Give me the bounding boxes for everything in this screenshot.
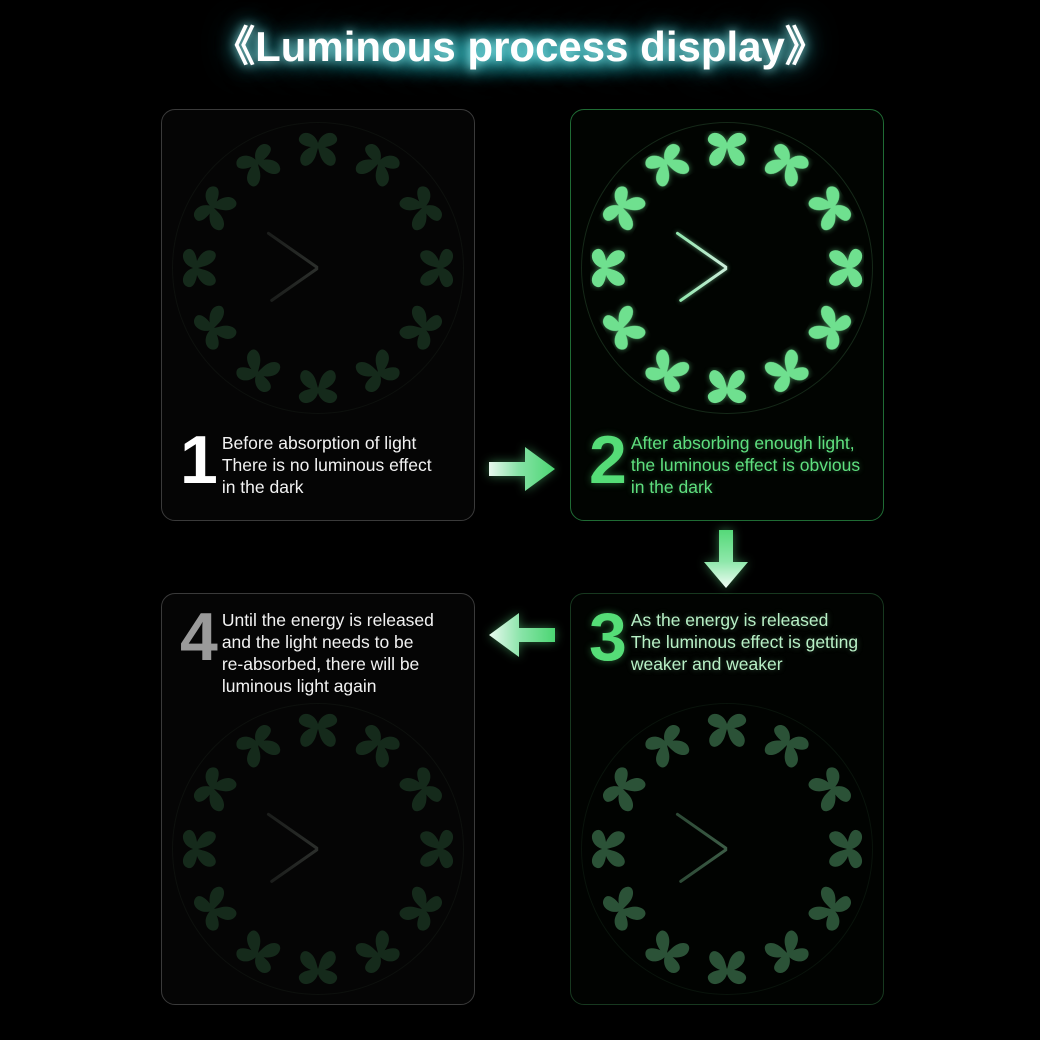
butterfly-icon	[295, 948, 341, 986]
butterfly-icon	[348, 138, 407, 194]
clock-face-3	[577, 699, 877, 999]
step-text-1: Before absorption of light There is no l…	[222, 429, 432, 498]
butterfly-icon	[417, 826, 455, 872]
step-number-1: 1	[180, 422, 218, 498]
step-text-4: Until the energy is released and the lig…	[222, 606, 434, 697]
step-line: Until the energy is released	[221, 610, 434, 630]
butterfly-icon	[417, 245, 455, 291]
butterfly-icon	[801, 298, 857, 357]
butterfly-icon	[295, 367, 341, 405]
step-panel-1: 1 Before absorption of light There is no…	[161, 109, 475, 521]
butterfly-icon	[230, 138, 289, 194]
butterfly-icon	[639, 138, 698, 194]
step-line: luminous light again	[221, 676, 377, 696]
butterfly-icon	[801, 879, 857, 938]
title-glow	[200, 22, 840, 84]
page-title: 《Luminous process display》	[0, 16, 1040, 88]
butterfly-icon	[757, 138, 816, 194]
butterfly-icon	[295, 131, 341, 169]
butterfly-icon	[757, 719, 816, 775]
butterfly-icon	[826, 826, 864, 872]
step-number-4: 4	[180, 599, 218, 675]
butterfly-icon	[188, 180, 244, 239]
butterfly-icon	[704, 367, 750, 405]
butterfly-icon	[348, 342, 407, 398]
step-panel-3: 3 As the energy is released The luminous…	[570, 593, 884, 1005]
butterfly-icon	[757, 342, 816, 398]
step-line: in the dark	[221, 477, 304, 497]
clock-face-1	[168, 118, 468, 418]
butterfly-icon	[597, 761, 653, 820]
step-line: and the light needs to be	[221, 632, 414, 652]
butterfly-icon	[757, 923, 816, 979]
butterfly-icon	[597, 180, 653, 239]
step-caption-4: 4 Until the energy is released and the l…	[176, 599, 434, 697]
butterfly-icon	[188, 298, 244, 357]
step-text-2: After absorbing enough light, the lumino…	[631, 429, 860, 498]
butterfly-icon	[597, 879, 653, 938]
butterfly-icon	[348, 719, 407, 775]
step-caption-1: 1 Before absorption of light There is no…	[176, 422, 432, 498]
arrow-down-icon	[700, 528, 752, 590]
step-panel-2: 2 After absorbing enough light, the lumi…	[570, 109, 884, 521]
step-line: After absorbing enough light,	[630, 433, 855, 453]
step-line: the luminous effect is obvious	[630, 455, 861, 475]
step-line: re-absorbed, there will be	[221, 654, 420, 674]
step-caption-3: 3 As the energy is released The luminous…	[585, 599, 858, 675]
butterfly-icon	[639, 923, 698, 979]
butterfly-icon	[188, 761, 244, 820]
step-number-2: 2	[589, 422, 627, 498]
butterfly-icon	[348, 923, 407, 979]
butterfly-icon	[230, 719, 289, 775]
step-line: There is no luminous effect	[221, 455, 432, 475]
butterfly-icon	[639, 342, 698, 398]
butterfly-icon	[590, 245, 628, 291]
step-number-3: 3	[589, 599, 627, 675]
arrow-right-icon	[487, 443, 557, 495]
page-title-text: 《Luminous process display》	[213, 23, 827, 70]
butterfly-icon	[597, 298, 653, 357]
butterfly-icon	[295, 712, 341, 750]
butterfly-icon	[801, 761, 857, 820]
butterfly-icon	[392, 879, 448, 938]
step-line: Before absorption of light	[221, 433, 417, 453]
arrow-left-icon	[487, 609, 557, 661]
butterfly-icon	[801, 180, 857, 239]
step-line: The luminous effect is getting	[630, 632, 859, 652]
clock-face-2	[577, 118, 877, 418]
butterfly-icon	[704, 948, 750, 986]
step-line: As the energy is released	[630, 610, 829, 630]
butterfly-icon	[181, 245, 219, 291]
butterfly-icon	[704, 131, 750, 169]
step-panel-4: 4 Until the energy is released and the l…	[161, 593, 475, 1005]
step-caption-2: 2 After absorbing enough light, the lumi…	[585, 422, 860, 498]
butterfly-icon	[230, 342, 289, 398]
butterfly-icon	[230, 923, 289, 979]
butterfly-icon	[392, 761, 448, 820]
step-text-3: As the energy is released The luminous e…	[631, 606, 858, 675]
butterfly-icon	[639, 719, 698, 775]
butterfly-icon	[704, 712, 750, 750]
butterfly-icon	[590, 826, 628, 872]
butterfly-icon	[392, 180, 448, 239]
butterfly-icon	[188, 879, 244, 938]
butterfly-icon	[181, 826, 219, 872]
step-line: weaker and weaker	[630, 654, 783, 674]
butterfly-icon	[826, 245, 864, 291]
butterfly-icon	[392, 298, 448, 357]
clock-face-4	[168, 699, 468, 999]
step-line: in the dark	[630, 477, 713, 497]
